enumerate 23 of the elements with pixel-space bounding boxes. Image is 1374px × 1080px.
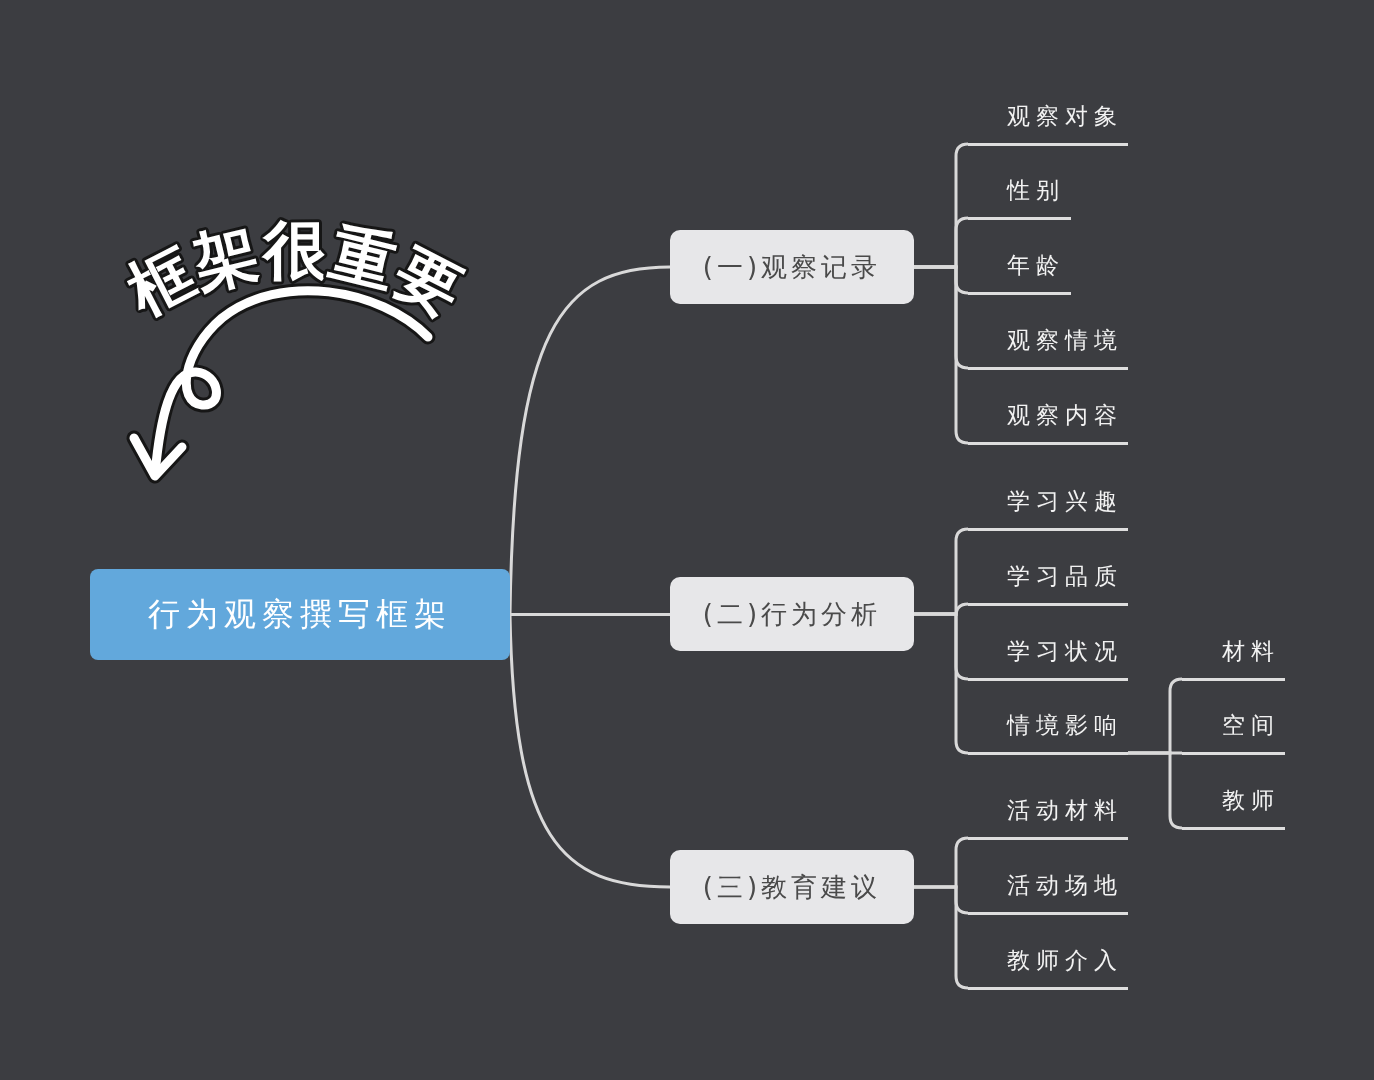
underlined-topic: 情境影响 (968, 698, 1128, 755)
underlined-topic: 性别 (968, 163, 1071, 220)
underlined-topic: 年龄 (968, 238, 1071, 295)
underlined-topic: 活动材料 (968, 783, 1128, 840)
underlined-topic: 学习状况 (968, 624, 1128, 681)
branch-topic-box: (三)教育建议 (670, 850, 914, 924)
underlined-topic: 学习品质 (968, 549, 1128, 606)
branch-topic-box: (一)观察记录 (670, 230, 914, 304)
underlined-topic: 活动场地 (968, 858, 1128, 915)
underlined-topic: 观察内容 (968, 388, 1128, 445)
underlined-topic: 观察对象 (968, 89, 1128, 146)
connector-line (508, 265, 671, 615)
underlined-topic: 观察情境 (968, 313, 1128, 370)
underlined-topic: 学习兴趣 (968, 474, 1128, 531)
branch-topic-box: (二)行为分析 (670, 577, 914, 651)
underlined-topic: 教师 (1182, 773, 1285, 830)
underlined-topic: 空间 (1182, 698, 1285, 755)
underlined-topic: 教师介入 (968, 933, 1128, 990)
connector-line (508, 614, 671, 889)
connector-line (510, 613, 670, 616)
annotation-text: 框架很重要 (116, 213, 474, 330)
underlined-topic: 材料 (1182, 624, 1285, 681)
central-topic-box: 行为观察撰写框架 (90, 569, 510, 660)
